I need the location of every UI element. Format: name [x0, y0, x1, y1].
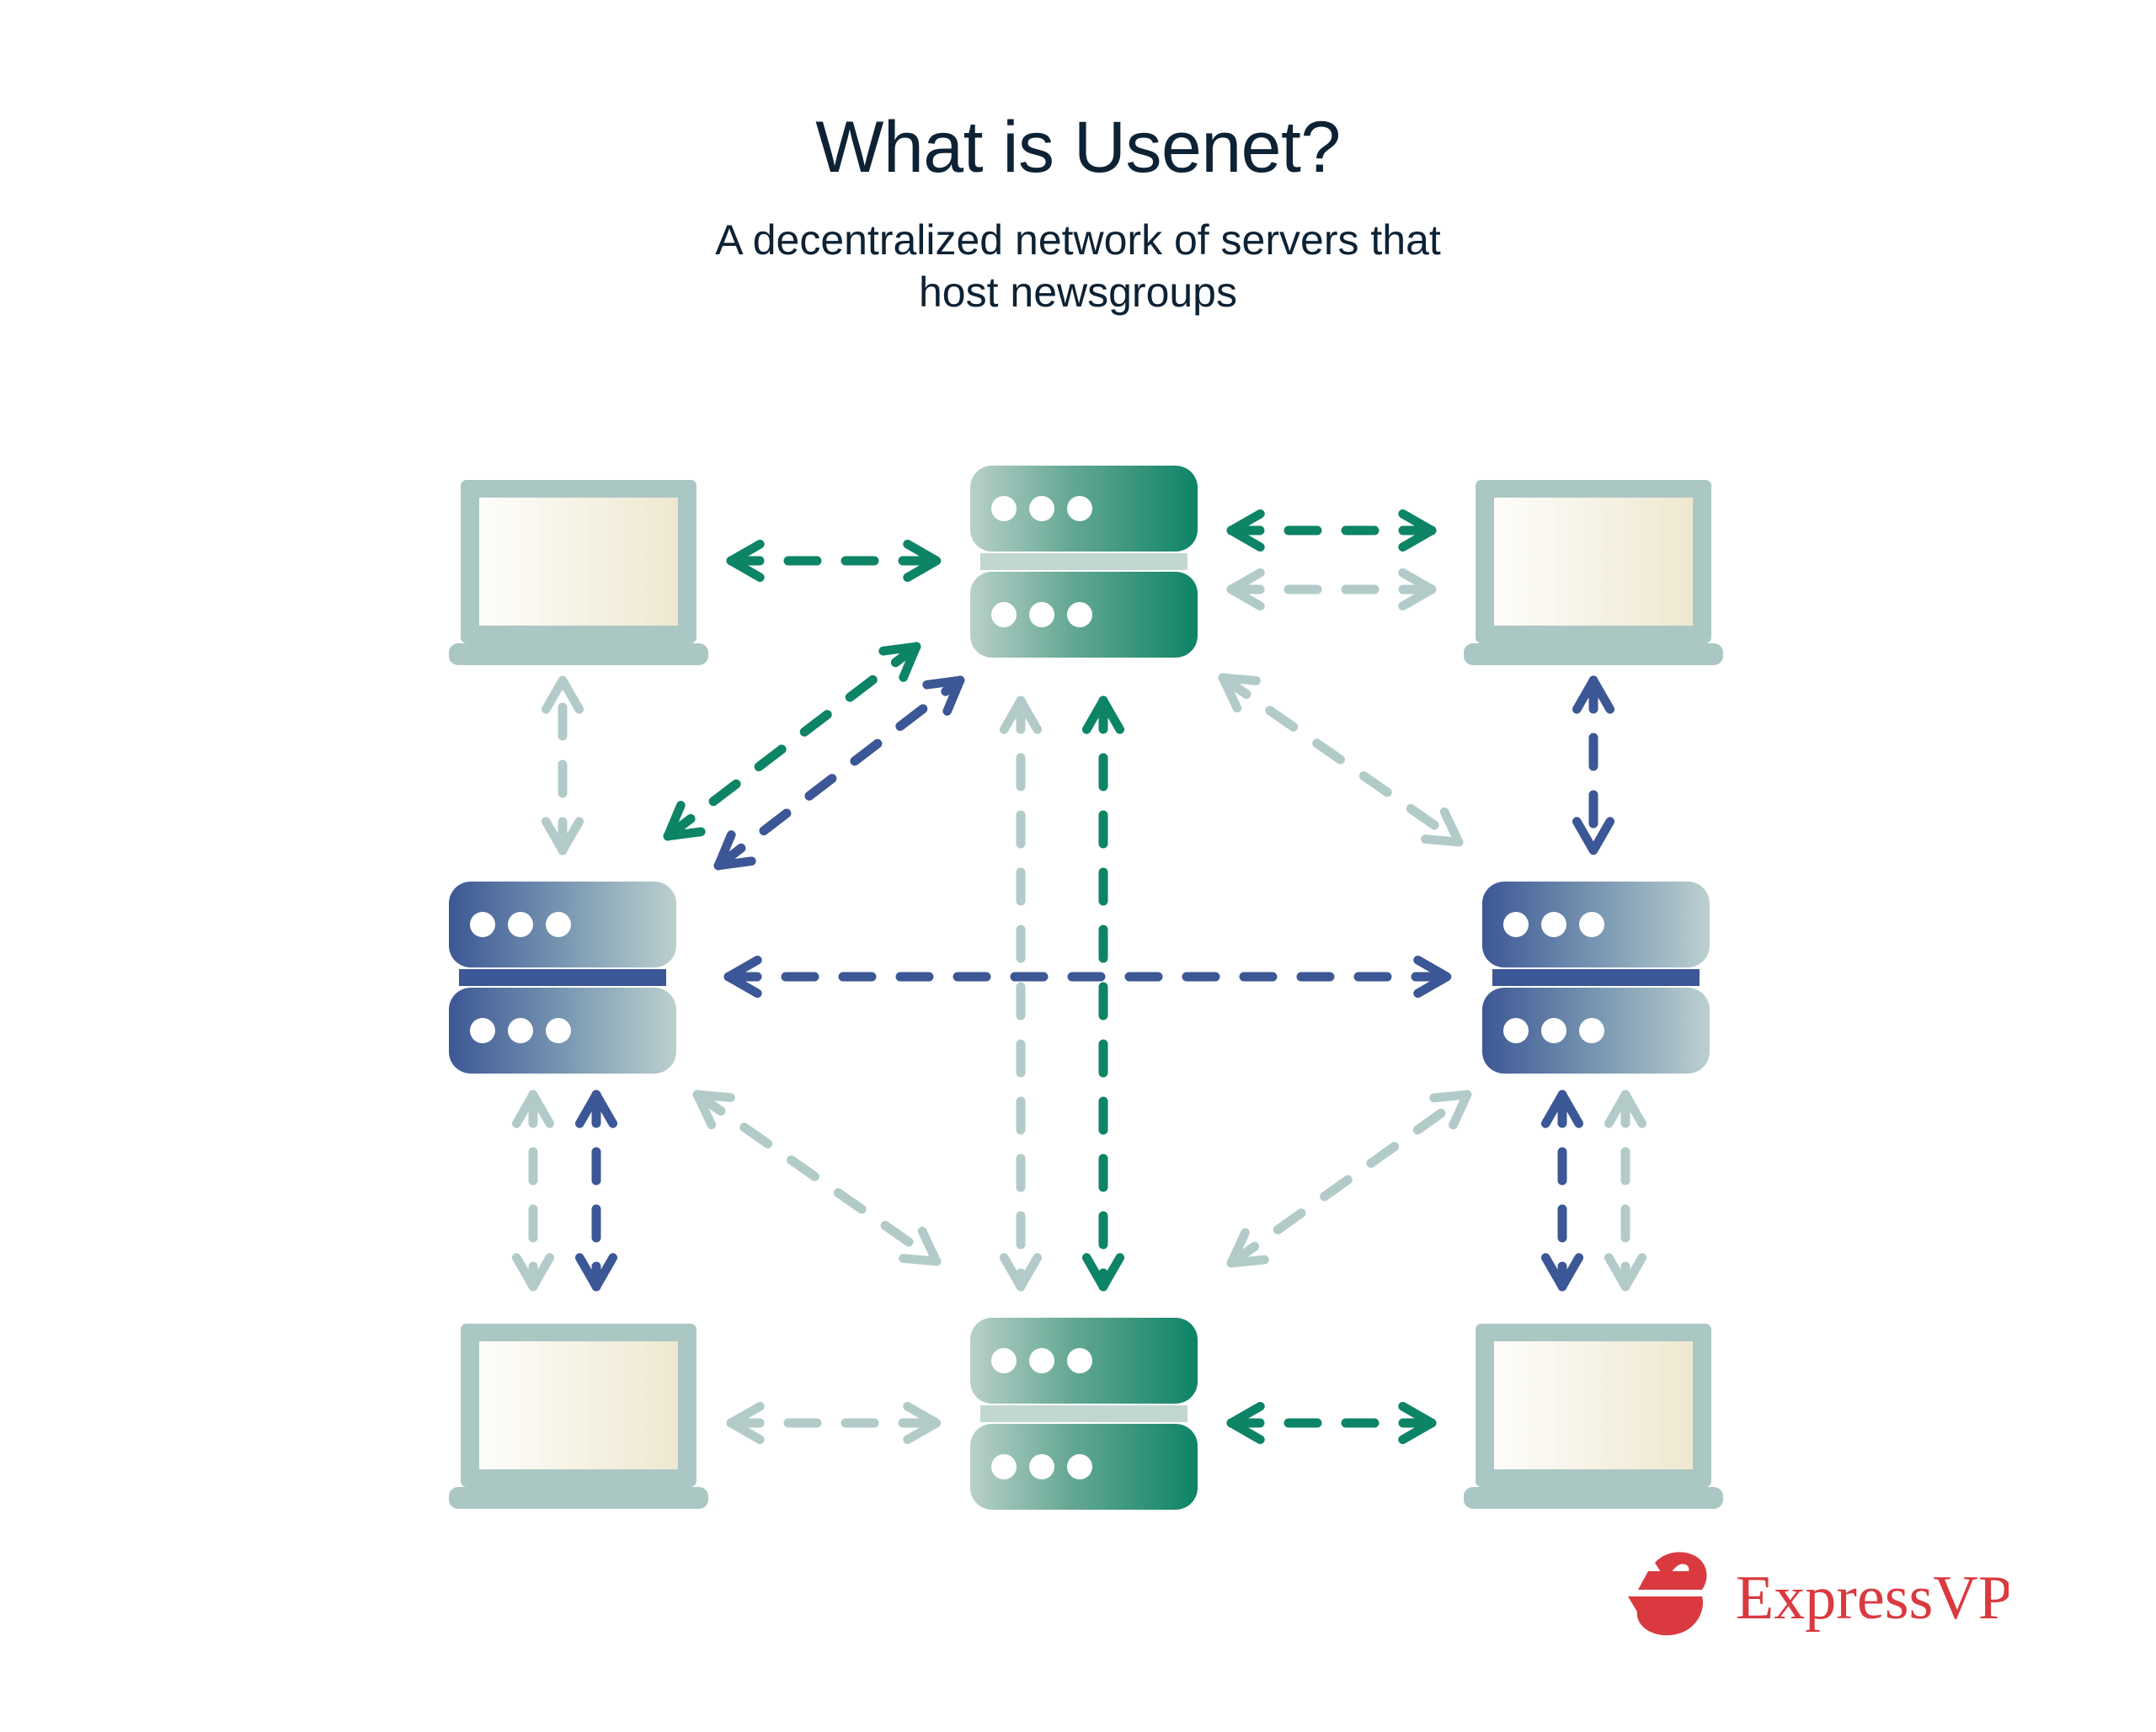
expressvpn-wordmark: ExpressVPN — [1736, 1564, 2009, 1633]
connection-server-bottom-server-mr — [1226, 1090, 1472, 1268]
node-laptop-top-left — [449, 480, 708, 665]
heading-block: What is Usenet? A decentralized network … — [0, 109, 2156, 318]
connection-server-ml-server-bottom — [692, 1090, 942, 1266]
page-title: What is Usenet? — [815, 107, 1341, 188]
page-subtitle: A decentralized network of servers that … — [0, 214, 2156, 318]
connection-server-top-server-mr — [1218, 673, 1464, 847]
connection-server-ml-server-top-blue — [713, 675, 965, 871]
expressvpn-logo[interactable]: ExpressVPN — [1621, 1548, 2009, 1649]
node-server-top-center — [970, 466, 1198, 658]
node-laptop-bottom-right — [1464, 1324, 1723, 1509]
node-server-middle-right — [1482, 882, 1710, 1074]
node-server-bottom-center — [970, 1318, 1198, 1510]
node-server-middle-left — [449, 882, 676, 1074]
subtitle-line-2: host newsgroups — [918, 269, 1237, 317]
expressvpn-wordmark-text: ExpressVPN — [1736, 1564, 2009, 1633]
subtitle-line-1: A decentralized network of servers that — [715, 216, 1441, 264]
node-laptop-top-right — [1464, 480, 1723, 665]
node-laptop-bottom-left — [449, 1324, 708, 1509]
expressvpn-mark-icon — [1628, 1552, 1707, 1636]
